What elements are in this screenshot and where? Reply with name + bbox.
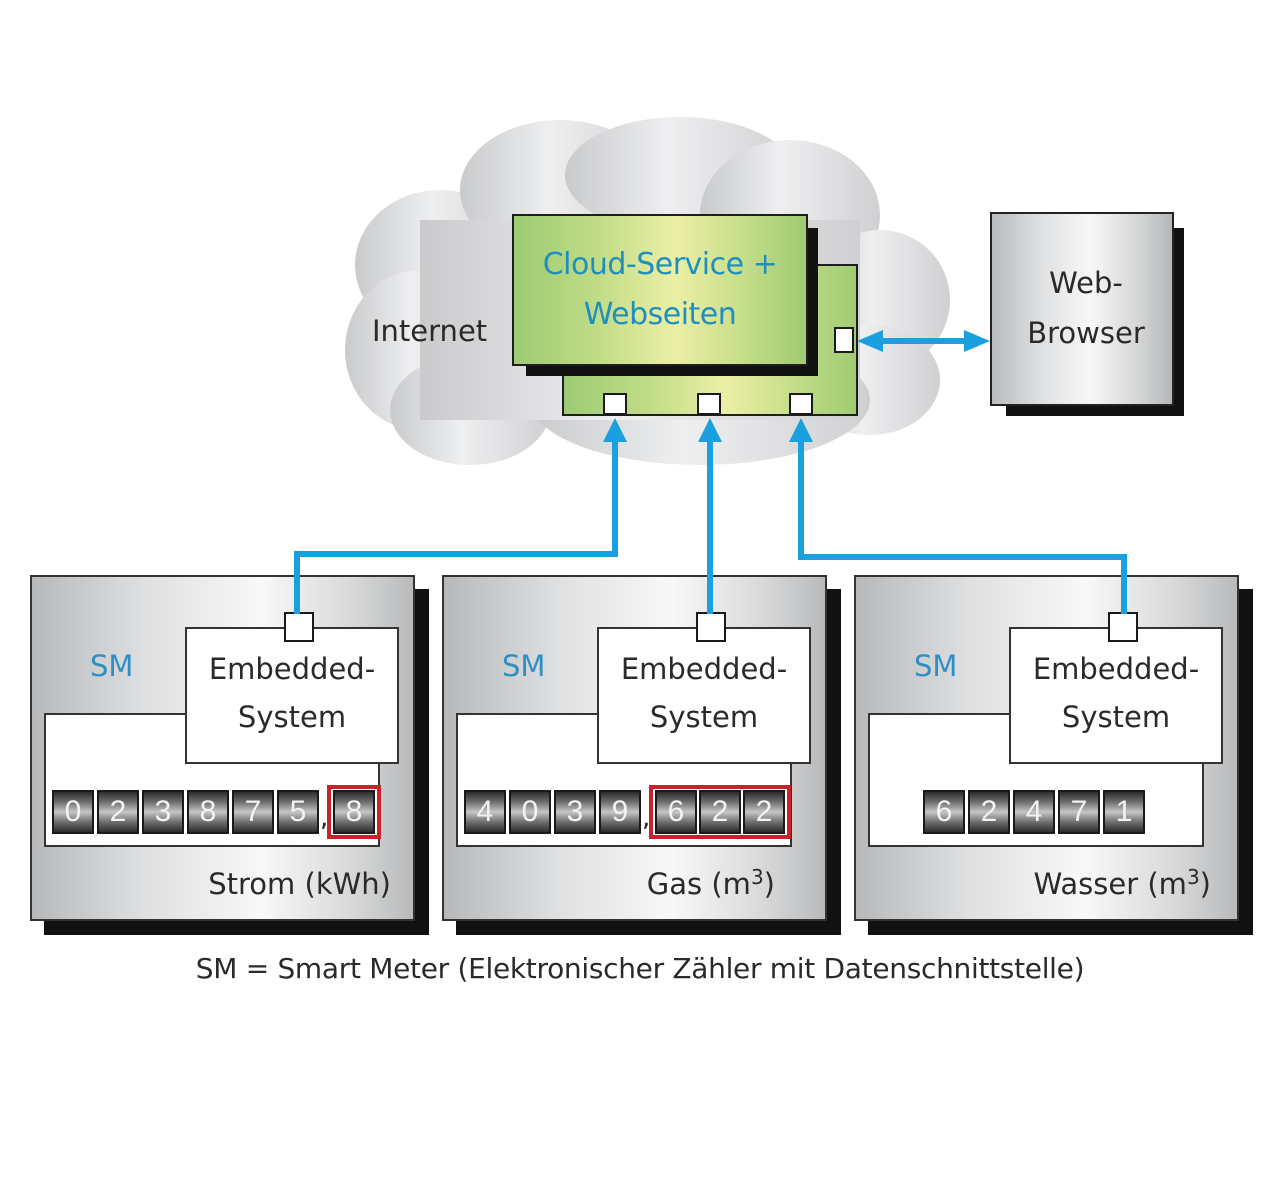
- embedded-line1: Embedded-: [620, 652, 788, 686]
- meter-unit-label: Gas (m3): [647, 867, 775, 901]
- unit-text: Gas (m: [646, 867, 751, 901]
- counter-digit: 0: [52, 790, 94, 834]
- embedded-port: [1108, 612, 1138, 642]
- counter-digit: 7: [1058, 790, 1100, 834]
- embedded-line2: System: [237, 700, 347, 734]
- decimal-highlight: 8: [327, 785, 381, 839]
- embedded-line1: Embedded-: [1032, 652, 1200, 686]
- counter-digit: 4: [1013, 790, 1055, 834]
- legend-caption: SM = Smart Meter (Elektronischer Zähler …: [195, 952, 1085, 985]
- cloud-service-box: [512, 214, 808, 366]
- embedded-line1: Embedded-: [208, 652, 376, 686]
- embedded-line2: System: [649, 700, 759, 734]
- unit-text: Wasser (m: [1033, 867, 1187, 901]
- counter-digit: 3: [142, 790, 184, 834]
- counter-digit: 2: [699, 790, 741, 834]
- cloud-port-gas: [697, 393, 721, 415]
- embedded-port: [284, 612, 314, 642]
- unit-close: ): [1199, 867, 1211, 901]
- meter-tag: SM: [914, 649, 958, 683]
- counter-digit: 3: [554, 790, 596, 834]
- counter-digit: 2: [968, 790, 1010, 834]
- embedded-system-box: Embedded- System: [185, 627, 399, 764]
- unit-superscript: 3: [750, 865, 764, 889]
- internet-label: Internet: [372, 314, 488, 348]
- counter-digit: 5: [277, 790, 319, 834]
- decimal-separator: ,: [642, 803, 651, 833]
- embedded-port: [696, 612, 726, 642]
- cloud-service-label: Cloud-Service + Webseiten: [512, 240, 808, 340]
- counter-digit: 4: [464, 790, 506, 834]
- unit-superscript: 3: [1186, 865, 1200, 889]
- browser-line1: Web-: [1049, 266, 1123, 300]
- unit-text: Strom (kWh): [208, 867, 391, 901]
- decimal-separator: ,: [320, 803, 329, 833]
- meter-unit-label: Strom (kWh): [208, 867, 391, 901]
- cloud-service-line2: Webseiten: [583, 297, 737, 332]
- counter-digit: 8: [187, 790, 229, 834]
- counter-digit: 2: [97, 790, 139, 834]
- cloud-service-line1: Cloud-Service +: [542, 247, 778, 282]
- counter-digit: 0: [509, 790, 551, 834]
- counter-digit: 8: [333, 790, 375, 834]
- web-browser-box: [990, 212, 1174, 406]
- embedded-line2: System: [1061, 700, 1171, 734]
- cloud-port-wasser: [789, 393, 813, 415]
- cloud-port-strom: [603, 393, 627, 415]
- embedded-system-box: Embedded- System: [1009, 627, 1223, 764]
- counter-digit: 9: [599, 790, 641, 834]
- cloud-port-browser: [834, 327, 854, 353]
- counter-digit: 6: [655, 790, 697, 834]
- meter-tag: SM: [90, 649, 134, 683]
- counter-digit: 7: [232, 790, 274, 834]
- unit-close: ): [763, 867, 775, 901]
- counter-digit: 6: [923, 790, 965, 834]
- counter-digit: 2: [743, 790, 785, 834]
- meter-unit-label: Wasser (m3): [1034, 867, 1211, 901]
- embedded-system-box: Embedded- System: [597, 627, 811, 764]
- browser-line2: Browser: [1027, 316, 1145, 350]
- counter-digit: 1: [1103, 790, 1145, 834]
- web-browser-label: Web- Browser: [992, 258, 1180, 358]
- meter-tag: SM: [502, 649, 546, 683]
